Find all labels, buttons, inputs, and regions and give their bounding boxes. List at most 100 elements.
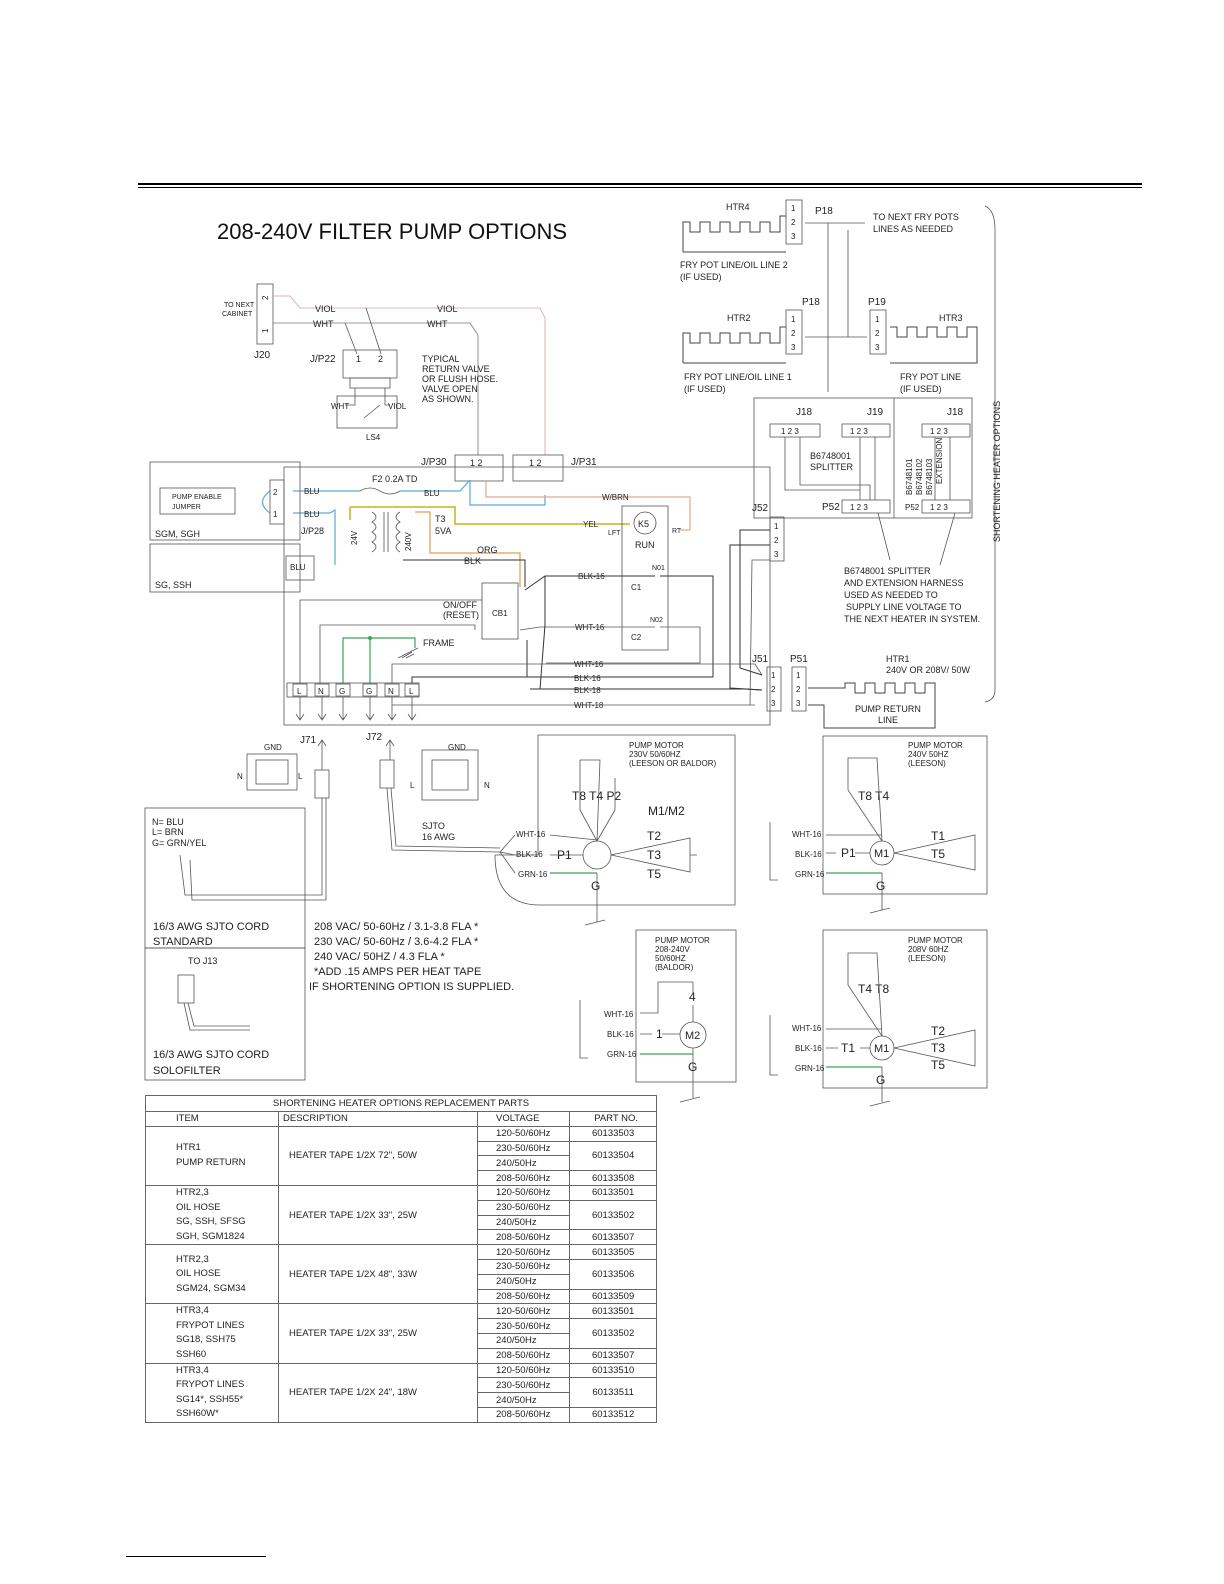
svg-text:BLK-16: BLK-16 <box>795 850 822 859</box>
harness-note-1: B6748001 SPLITTER <box>844 566 931 576</box>
control-box: 1 2 1 2 J/P30 J/P31 F2 0.2A TD BLU BLU B… <box>149 454 971 770</box>
svg-text:GRN-16: GRN-16 <box>518 870 548 879</box>
m12-name: M1/M2 <box>648 804 685 818</box>
voltage-cell: 230-50/60Hz <box>476 1140 571 1157</box>
svg-text:N: N <box>484 781 490 790</box>
splitter-part: B6748001 <box>810 451 851 461</box>
item-line: SSH60 <box>176 1348 207 1360</box>
svg-text:G: G <box>591 879 600 893</box>
valve-note-3: OR FLUSH HOSE. <box>422 374 498 384</box>
svg-text:1 2 3: 1 2 3 <box>850 503 868 512</box>
voltage-cell: 240/50Hz <box>476 1214 571 1231</box>
svg-text:1: 1 <box>774 522 779 531</box>
htr4-label: HTR4 <box>726 202 750 212</box>
p52-b-label: P52 <box>905 503 920 512</box>
m2-name: M2 <box>685 1030 700 1042</box>
rating-240: 240 VAC/ 50HZ / 4.3 FLA * <box>314 951 445 963</box>
svg-text:T2: T2 <box>647 829 661 843</box>
svg-text:3: 3 <box>771 699 776 708</box>
svg-text:1 2 3: 1 2 3 <box>930 427 948 436</box>
valve-note-1: TYPICAL <box>422 354 460 364</box>
voltage-cell: 208-50/60Hz <box>476 1406 571 1423</box>
j71-label: J71 <box>300 735 317 746</box>
valve-note-5: AS SHOWN. <box>422 394 474 404</box>
svg-text:(LEESON): (LEESON) <box>908 759 946 768</box>
htr1-label: HTR1 <box>886 654 910 664</box>
svg-text:208V 60HZ: 208V 60HZ <box>908 945 949 954</box>
part-cell: 60133507 <box>569 1229 657 1246</box>
item-line: FRYPOT LINES <box>176 1379 245 1391</box>
sg-label: SG, SSH <box>155 580 192 590</box>
next-pots-label-2: LINES AS NEEDED <box>873 224 954 234</box>
svg-text:GRN-16: GRN-16 <box>795 1064 825 1073</box>
cord-n-label: N= BLU <box>152 817 184 827</box>
svg-text:G: G <box>688 1060 697 1074</box>
voltage-cell: 120-50/60Hz <box>476 1244 571 1260</box>
motor-m1-208: PUMP MOTOR 208V 60HZ (LEESON) T4 T8 M1 T… <box>769 929 988 1107</box>
item-line: HTR3,4 <box>176 1305 209 1317</box>
heater-bracket <box>984 205 996 703</box>
svg-text:RT: RT <box>672 528 682 535</box>
svg-text:3: 3 <box>791 343 796 352</box>
voltage-cell: 230-50/60Hz <box>476 1318 571 1334</box>
voltage-cell: 240/50Hz <box>476 1155 571 1172</box>
htr1-rating: 240V OR 208V/ 50W <box>886 665 971 675</box>
svg-text:1 2 3: 1 2 3 <box>781 427 799 436</box>
cord-l-label: L= BRN <box>152 827 184 837</box>
part-cell: 60133504 <box>569 1140 657 1172</box>
part-cell: 60133507 <box>569 1347 657 1364</box>
voltage-cell: 120-50/60Hz <box>476 1184 571 1201</box>
line2-used: (IF USED) <box>680 272 722 282</box>
svg-text:2: 2 <box>378 354 383 364</box>
svg-text:BLK-16: BLK-16 <box>574 674 601 683</box>
svg-text:PUMP MOTOR: PUMP MOTOR <box>908 741 963 750</box>
motor-m1-m2: PUMP MOTOR 230V 50/60HZ (LEESON OR BALDO… <box>494 734 736 926</box>
svg-text:BLK-16: BLK-16 <box>578 572 605 581</box>
svg-text:1 2 3: 1 2 3 <box>850 427 868 436</box>
harness-note-4: SUPPLY LINE VOLTAGE TO <box>846 602 962 612</box>
part-cell: 60133508 <box>569 1170 657 1186</box>
part-cell: 60133510 <box>569 1362 657 1379</box>
htr2-label: HTR2 <box>727 313 751 323</box>
rating-230: 230 VAC/ 50-60Hz / 3.6-4.2 FLA * <box>314 936 479 948</box>
f2-label: F2 0.2A TD <box>372 474 418 484</box>
svg-text:N: N <box>237 772 243 781</box>
heater-htr4: 123 HTR4 P18 TO NEXT FRY POTS LINES AS N… <box>680 199 959 392</box>
svg-text:WHT-16: WHT-16 <box>792 1024 822 1033</box>
svg-text:GND: GND <box>264 743 282 752</box>
svg-text:T1: T1 <box>841 1041 855 1055</box>
svg-text:1: 1 <box>796 671 801 680</box>
svg-text:G: G <box>876 1073 885 1087</box>
part-cell: 60133502 <box>569 1318 657 1349</box>
k5-label: K5 <box>638 519 649 529</box>
svg-text:(LEESON OR BALDOR): (LEESON OR BALDOR) <box>629 759 716 768</box>
rating-208: 208 VAC/ 50-60Hz / 3.1-3.8 FLA * <box>314 921 479 933</box>
svg-text:BLK-16: BLK-16 <box>607 1030 634 1039</box>
voltage-cell: 230-50/60Hz <box>476 1377 571 1394</box>
voltage-cell: 120-50/60Hz <box>476 1125 571 1142</box>
jumper-label-2: JUMPER <box>172 504 201 511</box>
svg-text:2: 2 <box>261 295 270 300</box>
part-cell: 60133506 <box>569 1258 657 1290</box>
svg-text:G: G <box>339 687 345 696</box>
svg-text:1: 1 <box>273 510 278 519</box>
svg-text:GND: GND <box>448 743 466 752</box>
j72-label: J72 <box>366 732 383 743</box>
svg-text:LFT: LFT <box>608 530 621 537</box>
to-next-cabinet-2: CABINET <box>222 311 253 318</box>
description-cell: HEATER TAPE 1/2X 24", 18W <box>278 1362 478 1423</box>
voltage-cell: 230-50/60Hz <box>476 1258 571 1275</box>
t3-label: T3 <box>435 514 446 524</box>
svg-text:1: 1 <box>261 328 270 333</box>
svg-text:VIOL: VIOL <box>437 304 458 314</box>
svg-text:T3: T3 <box>647 848 661 862</box>
harness-note-2: AND EXTENSION HARNESS <box>844 578 964 588</box>
